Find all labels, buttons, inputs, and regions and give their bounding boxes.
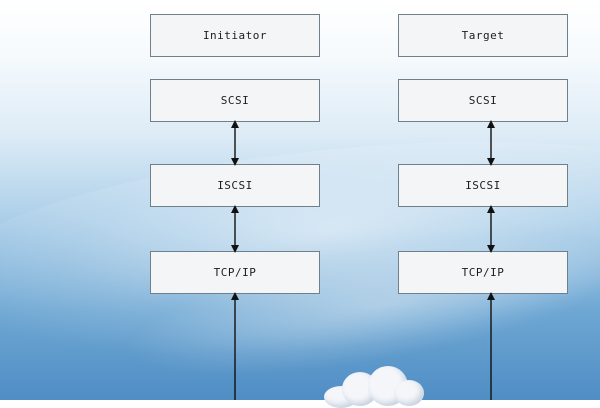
target-iscsi-box: ISCSI [398,164,568,207]
initiator-title: Initiator [202,29,268,42]
initiator-iscsi-box: ISCSI [150,164,320,207]
network-cloud-icon [316,364,426,408]
target-scsi-box: SCSI [398,79,568,122]
initiator-tcpip-label: TCP/IP [213,266,257,279]
target-tcpip-label: TCP/IP [461,266,505,279]
target-tcpip-box: TCP/IP [398,251,568,294]
initiator-scsi-label: SCSI [220,94,250,107]
target-title: Target [461,29,505,42]
target-iscsi-label: ISCSI [465,179,501,192]
target-title-box: Target [398,14,568,57]
target-scsi-label: SCSI [468,94,498,107]
initiator-iscsi-label: ISCSI [217,179,253,192]
initiator-title-box: Initiator [150,14,320,57]
